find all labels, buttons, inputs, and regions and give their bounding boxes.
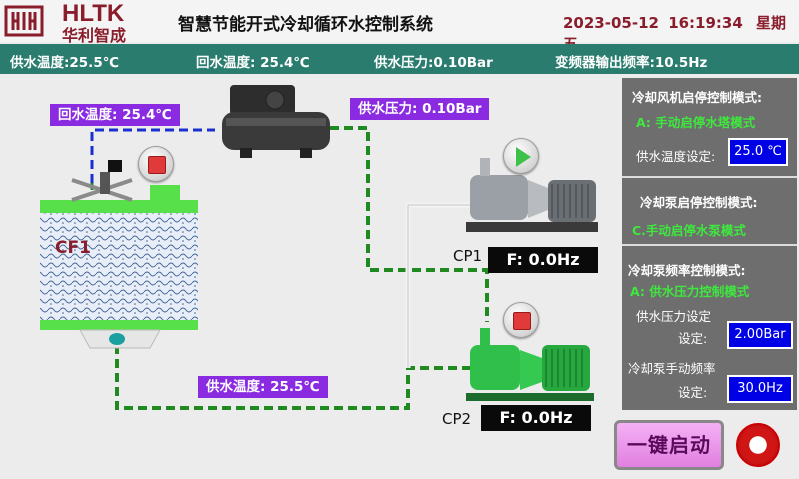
logo: HLTK 华利智成	[4, 0, 154, 45]
control-panel: 冷却风机启停控制模式: A: 手动启停水塔模式 供水温度设定: 25.0 ℃ 冷…	[622, 78, 797, 410]
one-key-start-button[interactable]: 一键启动	[614, 420, 724, 470]
fan-temp-setpoint-input[interactable]: 25.0 ℃	[728, 138, 788, 166]
chiller-unit	[222, 85, 330, 158]
pump1-run-button[interactable]	[503, 138, 539, 174]
frequency-control-section: 冷却泵频率控制模式: A: 供水压力控制模式 供水压力设定 设定: 2.00Ba…	[622, 248, 797, 410]
logo-text-en: HLTK	[62, 0, 125, 27]
play-icon	[516, 147, 531, 167]
pump2-name: CP2	[442, 410, 472, 428]
header: HLTK 华利智成 智慧节能开式冷却循环水控制系统 2023-05-12 16:…	[0, 0, 799, 53]
stop-icon	[513, 312, 531, 330]
pressure-setpoint-label: 供水压力设定	[636, 309, 712, 324]
pump1-name: CP1	[453, 247, 483, 265]
supply-temp-label: 供水温度: 25.5℃	[198, 376, 328, 398]
freq-mode-title: 冷却泵频率控制模式:	[628, 263, 746, 278]
pressure-setpoint-input[interactable]: 2.00Bar	[727, 321, 793, 349]
manual-freq-sublabel: 设定:	[678, 385, 708, 400]
freq-mode-value[interactable]: A: 供水压力控制模式	[630, 284, 750, 299]
pump-control-section: 冷却泵启停控制模式: C.手动启停水泵模式	[622, 180, 797, 246]
tower-name: CF1	[55, 238, 91, 258]
pump1-frequency-display: F: 0.0Hz	[488, 247, 598, 273]
pump-mode-title: 冷却泵启停控制模式:	[640, 195, 758, 210]
fan-motor-icon	[108, 160, 122, 172]
manual-freq-label: 冷却泵手动频率	[628, 361, 716, 376]
app-title: 智慧节能开式冷却循环水控制系统	[178, 15, 433, 35]
tower-fan-stop-button[interactable]	[138, 146, 174, 182]
date-text: 2023-05-12	[563, 14, 659, 32]
return-temp-label: 回水温度: 25.4℃	[50, 104, 180, 126]
manual-freq-input[interactable]: 30.0Hz	[727, 375, 793, 403]
fan-mode-title: 冷却风机启停控制模式:	[632, 90, 762, 105]
status-supply-pressure: 供水压力:0.10Bar	[374, 55, 493, 71]
logo-mark-icon	[4, 5, 44, 37]
status-bar: 供水温度:25.5℃ 回水温度: 25.4℃ 供水压力:0.10Bar 变频器输…	[0, 44, 799, 74]
status-supply-temp: 供水温度:25.5℃	[10, 55, 120, 71]
cooling-tower	[40, 172, 198, 349]
supply-pressure-label: 供水压力: 0.10Bar	[350, 98, 490, 120]
time-text: 16:19:34	[668, 14, 743, 32]
logo-text-cn: 华利智成	[62, 26, 127, 45]
pressure-setpoint-sublabel: 设定:	[678, 331, 708, 346]
pump-cp2	[466, 328, 594, 401]
pump1-feed-pipe-edge	[407, 204, 470, 368]
pump1-feed-pipe	[405, 202, 470, 368]
status-return-temp: 回水温度: 25.4℃	[196, 55, 310, 71]
pump-mode-value[interactable]: C.手动启停水泵模式	[632, 223, 746, 238]
stop-icon	[148, 156, 166, 174]
pump2-frequency-display: F: 0.0Hz	[481, 405, 591, 431]
fan-mode-value[interactable]: A: 手动启停水塔模式	[636, 115, 756, 130]
chiller-outlet-pipe	[330, 126, 489, 322]
status-vfd-frequency: 变频器输出频率:10.5Hz	[555, 55, 708, 71]
pump2-stop-button[interactable]	[503, 302, 539, 338]
alarm-bell-icon[interactable]	[736, 423, 780, 467]
fan-temp-setpoint-label: 供水温度设定:	[636, 149, 716, 164]
datetime: 2023-05-12 16:19:34 星期五	[563, 12, 799, 54]
bottom-return-pipe	[115, 345, 470, 410]
return-pipe	[90, 128, 215, 183]
pump-cp1	[466, 158, 598, 232]
fan-control-section: 冷却风机启停控制模式: A: 手动启停水塔模式 供水温度设定: 25.0 ℃	[622, 78, 797, 178]
